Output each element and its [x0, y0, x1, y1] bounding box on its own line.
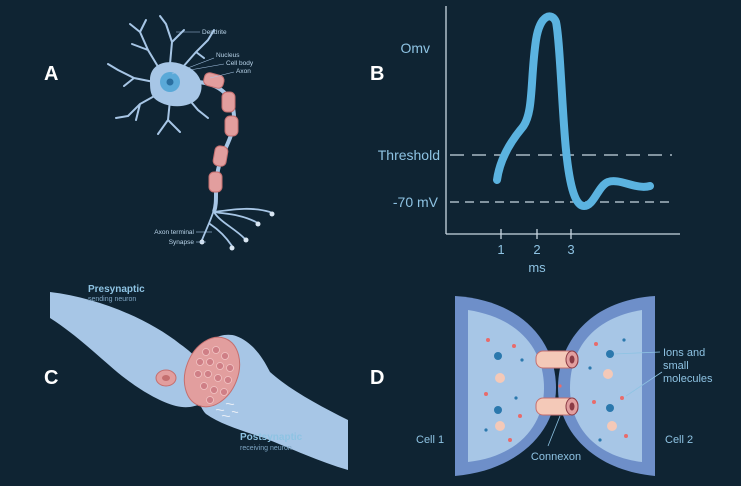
label-resting-mv: -70 mV	[393, 194, 439, 210]
panel-b-letter: B	[370, 63, 384, 85]
receptor-marks	[215, 402, 239, 418]
myelin-sheaths	[203, 72, 239, 193]
label-ions-line3: molecules	[663, 373, 713, 385]
label-presynaptic-sub: sending neuron	[88, 296, 136, 303]
d-leader-lines	[547, 351, 663, 447]
b-x-label: ms	[528, 260, 546, 275]
axon-terminal-branches	[201, 207, 271, 247]
panel-d-letter: D	[370, 367, 384, 389]
nucleolus	[166, 78, 174, 86]
label-zero-mv: Omv	[400, 40, 430, 56]
label-presynaptic: Presynaptic	[88, 284, 145, 295]
tick-3: 3	[567, 242, 574, 257]
dendrites	[107, 15, 215, 135]
synapse-knobs	[199, 211, 275, 251]
label-postsynaptic: Postsynaptic	[240, 432, 303, 443]
tick-1: 1	[497, 242, 504, 257]
label-synapse: Synapse	[169, 239, 195, 246]
label-axon: Axon	[236, 68, 251, 75]
a-leader-lines	[171, 31, 235, 243]
label-cell-body: Cell body	[226, 60, 254, 67]
label-dendrite: Dendrite	[202, 29, 227, 36]
label-connexon: Connexon	[531, 451, 581, 463]
panel-d: D	[370, 296, 713, 476]
label-cell-2: Cell 2	[665, 434, 693, 446]
panel-b: B Omv Threshold -70 mV 1 2 3 ms	[370, 6, 680, 275]
cell-1-cytoplasm	[468, 310, 544, 462]
panel-a: A	[44, 15, 275, 251]
b-x-ticks	[500, 229, 572, 239]
label-cell-1: Cell 1	[416, 434, 444, 446]
synaptic-vesicles	[194, 346, 234, 404]
label-nucleus: Nucleus	[216, 52, 240, 59]
panel-c: C Presynaptic sending neuron Postsynapti…	[44, 284, 348, 470]
label-ions-line2: small	[663, 360, 689, 372]
label-axon-terminal: Axon terminal	[154, 229, 194, 236]
panel-a-letter: A	[44, 63, 58, 85]
ions-and-molecules	[484, 338, 628, 442]
label-postsynaptic-sub: receiving neuron	[240, 445, 292, 452]
connexon-channels	[535, 350, 579, 416]
cell-2-cytoplasm	[570, 310, 642, 462]
label-ions-line1: Ions and	[663, 347, 705, 359]
label-threshold: Threshold	[378, 147, 440, 163]
panel-c-letter: C	[44, 367, 58, 389]
tick-2: 2	[533, 242, 540, 257]
mitochondrion-core	[162, 375, 170, 381]
action-potential-curve	[493, 12, 654, 210]
